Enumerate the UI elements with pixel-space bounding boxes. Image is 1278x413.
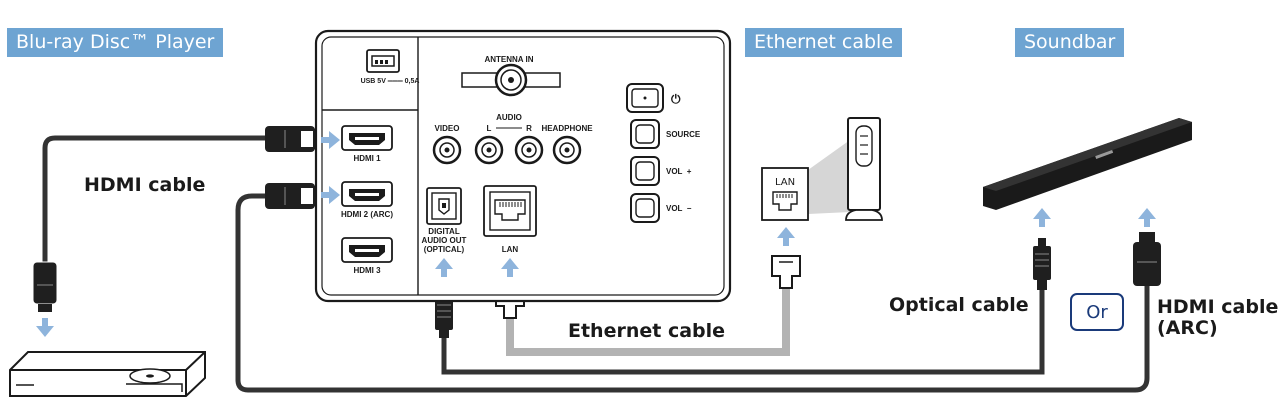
router-lan-port: [761, 167, 809, 221]
optical-plug-soundbar: [1033, 238, 1051, 290]
bluray-player-device: [9, 351, 206, 397]
ethernet-cable-tag: Ethernet cable: [745, 28, 903, 57]
ethernet-cable-line: [506, 286, 790, 356]
vol-plus-button: [630, 156, 660, 186]
hdmi-arc-cable-label-2: (ARC): [1157, 317, 1218, 339]
hdmi-arc-cable-line: [235, 193, 1150, 393]
optical-cable-line: [441, 290, 1045, 375]
hdmi-plug-soundbar: [1133, 232, 1161, 286]
hdmi-plug-tv-1: [265, 126, 315, 152]
vol-minus-label: VOL −: [666, 204, 692, 213]
usb-label: USB 5V ═══ 0,5A: [361, 78, 420, 85]
lan-port: [483, 185, 537, 237]
bluray-player-tag: Blu-ray Disc™ Player: [7, 28, 224, 57]
router-lan-label: LAN: [775, 177, 795, 188]
router-device: [808, 117, 883, 221]
hdmi-port-2: [341, 181, 393, 207]
audio-r-label: R: [526, 124, 532, 133]
video-jack: [432, 135, 462, 165]
ethernet-plug-router: [771, 255, 801, 289]
hdmi3-label: HDMI 3: [353, 266, 381, 275]
digital-label-2: AUDIO OUT: [422, 236, 467, 245]
audio-r-jack: [514, 135, 544, 165]
digital-label-1: DIGITAL: [428, 227, 460, 236]
hdmi-port-3: [341, 237, 393, 263]
source-button: [630, 119, 660, 149]
or-label: Or: [1086, 302, 1108, 323]
vol-plus-label: VOL +: [666, 167, 692, 176]
optical-cable-label: Optical cable: [889, 294, 1029, 316]
soundbar-device: [983, 118, 1192, 210]
digital-label-3: (OPTICAL): [424, 245, 465, 254]
hdmi-arc-cable-label-1: HDMI cable: [1157, 296, 1278, 318]
vol-minus-button: [630, 193, 660, 223]
arrow-optical-soundbar: [1033, 208, 1051, 227]
antenna-label: ANTENNA IN: [484, 55, 533, 64]
video-label: VIDEO: [435, 124, 460, 133]
audio-label: AUDIO: [496, 113, 522, 122]
arrow-player: [36, 318, 54, 337]
power-button: [626, 83, 664, 113]
source-label: SOURCE: [666, 130, 701, 139]
headphone-label: HEADPHONE: [541, 124, 593, 133]
arrow-lan-router: [777, 227, 795, 246]
or-box: [1070, 293, 1124, 331]
optical-port: [426, 187, 462, 225]
hdmi2-label: HDMI 2 (ARC): [341, 210, 393, 219]
headphone-jack: [552, 135, 582, 165]
arrow-hdmi-soundbar: [1138, 208, 1156, 227]
hdmi-cable-label: HDMI cable: [84, 174, 206, 196]
audio-l-label: L: [487, 124, 492, 133]
lan-label-tv: LAN: [502, 245, 519, 254]
hdmi-plug-player: [32, 261, 58, 312]
audio-l-jack: [474, 135, 504, 165]
hdmi-cable-line: [42, 135, 270, 262]
hdmi1-label: HDMI 1: [353, 154, 381, 163]
soundbar-tag: Soundbar: [1015, 28, 1125, 57]
antenna-port: [461, 63, 561, 97]
power-symbol: ⏻: [671, 92, 681, 106]
hdmi-port-1: [341, 125, 393, 151]
usb-port: [366, 49, 400, 73]
ethernet-cable-label: Ethernet cable: [568, 320, 726, 342]
hdmi-plug-tv-2: [265, 183, 315, 209]
